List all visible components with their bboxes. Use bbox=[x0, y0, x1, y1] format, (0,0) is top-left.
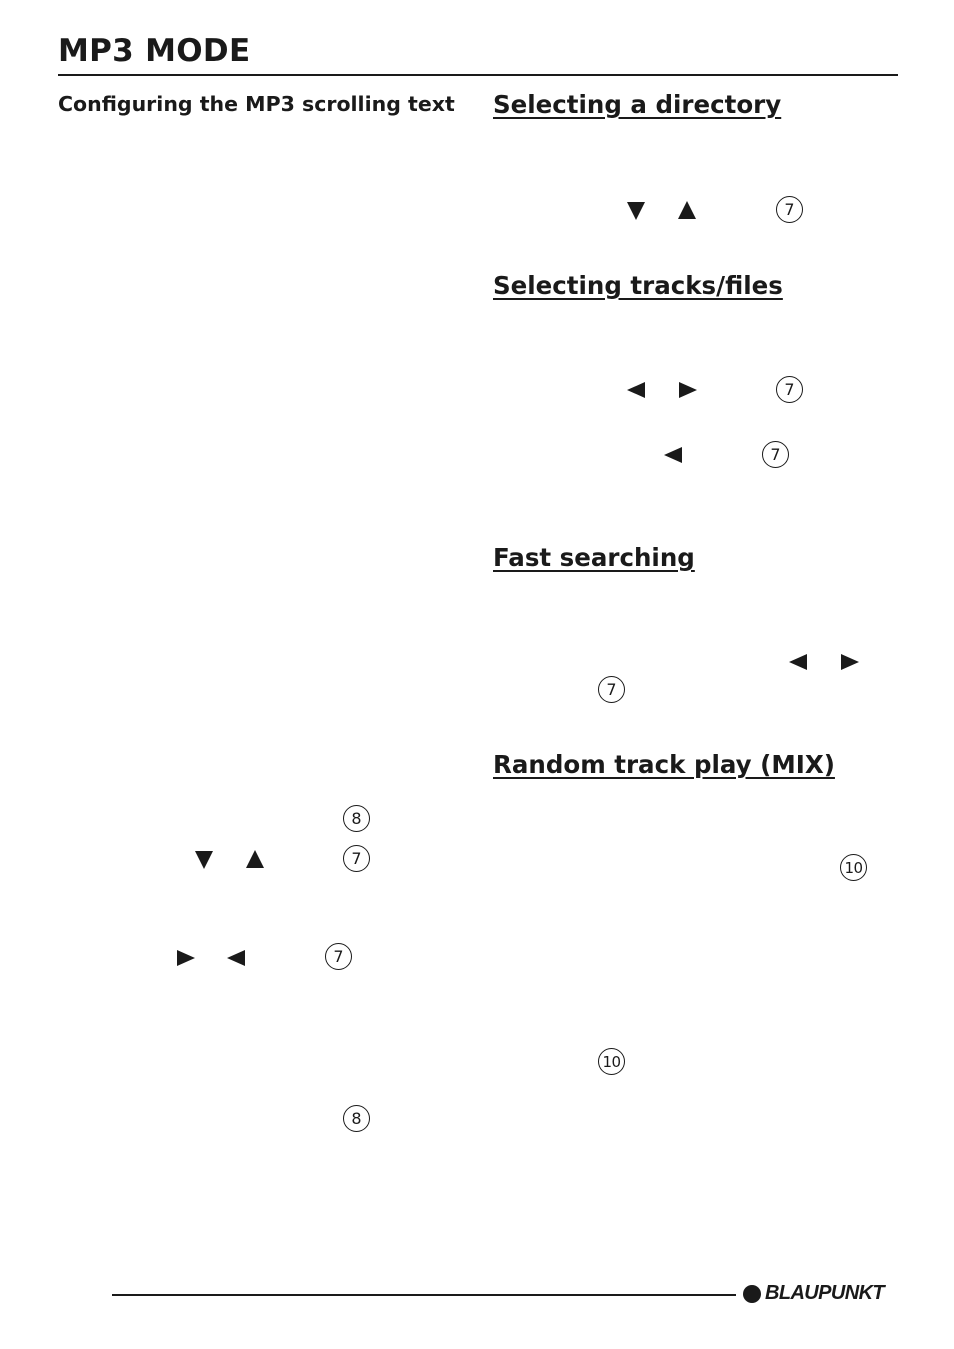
section-heading-mix: Random track play (MIX) bbox=[493, 750, 835, 779]
button-callout-7: 7 bbox=[598, 676, 625, 703]
footer-divider bbox=[112, 1294, 736, 1296]
title-divider bbox=[58, 74, 898, 76]
section-heading-tracks: Selecting tracks/files bbox=[493, 271, 783, 300]
button-callout-7: 7 bbox=[776, 376, 803, 403]
button-callout-7: 7 bbox=[343, 845, 370, 872]
button-callout-7: 7 bbox=[762, 441, 789, 468]
brand-logo: BLAUPUNKT bbox=[743, 1282, 885, 1305]
button-callout-7: 7 bbox=[776, 196, 803, 223]
up-arrow-icon bbox=[246, 850, 264, 868]
section-heading-fast-search: Fast searching bbox=[493, 543, 695, 572]
right-arrow-icon bbox=[177, 950, 195, 966]
button-callout-10: 10 bbox=[840, 854, 867, 881]
left-arrow-icon bbox=[789, 654, 807, 670]
left-arrow-icon bbox=[627, 382, 645, 398]
section-heading-directory: Selecting a directory bbox=[493, 90, 782, 119]
down-arrow-icon bbox=[195, 851, 213, 869]
right-arrow-icon bbox=[679, 382, 697, 398]
button-callout-7: 7 bbox=[325, 943, 352, 970]
brand-name: BLAUPUNKT bbox=[765, 1282, 885, 1304]
up-arrow-icon bbox=[678, 201, 696, 219]
button-callout-8: 8 bbox=[343, 1105, 370, 1132]
brand-dot-icon bbox=[743, 1284, 761, 1303]
page-title: MP3 MODE bbox=[58, 33, 251, 69]
button-callout-8: 8 bbox=[343, 805, 370, 832]
scrolling-text-heading: Configuring the MP3 scrolling text bbox=[58, 92, 455, 116]
down-arrow-icon bbox=[627, 202, 645, 220]
left-arrow-icon bbox=[227, 950, 245, 966]
right-arrow-icon bbox=[841, 654, 859, 670]
button-callout-10: 10 bbox=[598, 1048, 625, 1075]
left-arrow-icon bbox=[664, 447, 682, 463]
